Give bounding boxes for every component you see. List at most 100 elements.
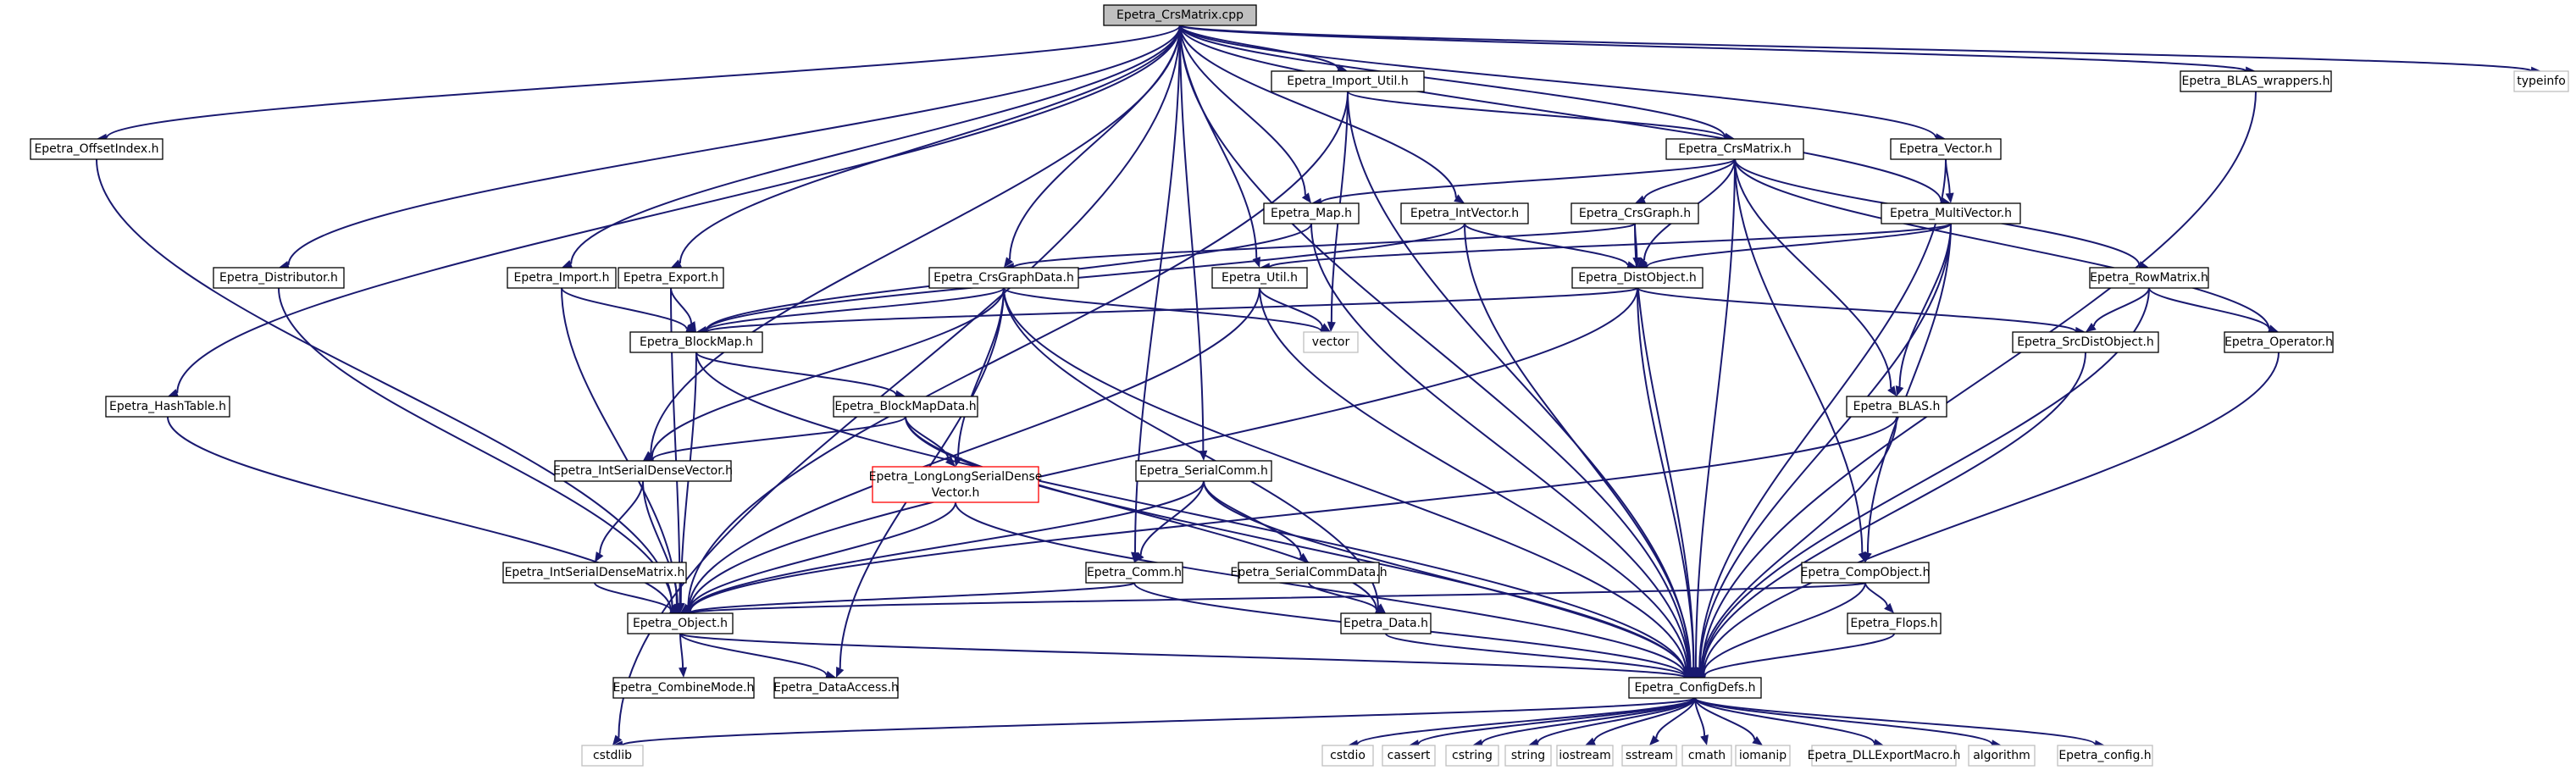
node-box-dataaccess[interactable] — [773, 677, 899, 699]
node-config[interactable]: Epetra_config.h — [2057, 745, 2153, 767]
node-box-intserialdensematrix[interactable] — [502, 562, 687, 584]
node-flops[interactable]: Epetra_Flops.h — [1847, 612, 1942, 634]
node-box-cassert[interactable] — [1382, 745, 1436, 767]
node-box-hashtable[interactable] — [105, 396, 230, 418]
node-box-sstream[interactable] — [1621, 745, 1677, 767]
node-map[interactable]: Epetra_Map.h — [1263, 202, 1360, 224]
node-box-intserialdensevector[interactable] — [554, 460, 732, 482]
node-box-util[interactable] — [1211, 267, 1308, 289]
node-multivector[interactable]: Epetra_MultiVector.h — [1881, 202, 2021, 224]
node-box-comm[interactable] — [1085, 562, 1183, 584]
node-crsgraph[interactable]: Epetra_CrsGraph.h — [1571, 202, 1699, 224]
node-box-longlong[interactable] — [872, 466, 1039, 503]
node-dllexport[interactable]: Epetra_DLLExportMacro.h — [1808, 745, 1961, 767]
node-object[interactable]: Epetra_Object.h — [627, 612, 734, 634]
node-box-blas_wrappers[interactable] — [2180, 70, 2332, 92]
node-combinemode[interactable]: Epetra_CombineMode.h — [612, 677, 755, 699]
node-box-configdefs[interactable] — [1628, 677, 1762, 699]
node-operator[interactable]: Epetra_Operator.h — [2224, 331, 2334, 353]
node-box-vector_std[interactable] — [1303, 331, 1359, 353]
node-serialcommdata[interactable]: Epetra_SerialCommData.h — [1230, 562, 1388, 584]
node-crsgraphdata[interactable]: Epetra_CrsGraphData.h — [928, 267, 1079, 289]
node-box-string[interactable] — [1504, 745, 1552, 767]
node-distobject[interactable]: Epetra_DistObject.h — [1571, 267, 1703, 289]
node-cmath[interactable]: cmath — [1681, 745, 1732, 767]
node-intserialdensevector[interactable]: Epetra_IntSerialDenseVector.h — [553, 460, 733, 482]
node-blas_h[interactable]: Epetra_BLAS.h — [1846, 396, 1947, 418]
node-vector_std[interactable]: vector — [1303, 331, 1359, 353]
node-box-distributor[interactable] — [213, 267, 345, 289]
node-box-blas_h[interactable] — [1846, 396, 1947, 418]
node-box-compobject[interactable] — [1801, 562, 1930, 584]
node-box-root[interactable] — [1103, 4, 1257, 26]
node-export_h[interactable]: Epetra_Export.h — [618, 267, 724, 289]
node-box-dllexport[interactable] — [1811, 745, 1957, 767]
node-box-data[interactable] — [1340, 612, 1432, 634]
node-offsetindex[interactable]: Epetra_OffsetIndex.h — [30, 138, 163, 160]
node-box-combinemode[interactable] — [612, 677, 755, 699]
node-box-serialcommdata[interactable] — [1238, 562, 1380, 584]
node-dataaccess[interactable]: Epetra_DataAccess.h — [773, 677, 899, 699]
node-box-intvector[interactable] — [1400, 202, 1529, 224]
node-box-distobject[interactable] — [1571, 267, 1703, 289]
node-cstdlib[interactable]: cstdlib — [581, 745, 644, 767]
node-iostream[interactable]: iostream — [1556, 745, 1614, 767]
node-box-algorithm[interactable] — [1968, 745, 2036, 767]
node-hashtable[interactable]: Epetra_HashTable.h — [105, 396, 230, 418]
node-intserialdensematrix[interactable]: Epetra_IntSerialDenseMatrix.h — [502, 562, 687, 584]
node-serialcomm[interactable]: Epetra_SerialComm.h — [1135, 460, 1272, 482]
node-typeinfo[interactable]: typeinfo — [2513, 70, 2569, 92]
node-crsmatrix_h[interactable]: Epetra_CrsMatrix.h — [1665, 138, 1804, 160]
node-distributor[interactable]: Epetra_Distributor.h — [213, 267, 345, 289]
node-box-operator[interactable] — [2224, 331, 2334, 353]
node-util[interactable]: Epetra_Util.h — [1211, 267, 1308, 289]
node-cstring[interactable]: cstring — [1445, 745, 1499, 767]
node-box-serialcomm[interactable] — [1135, 460, 1272, 482]
node-box-crsgraph[interactable] — [1571, 202, 1699, 224]
node-box-offsetindex[interactable] — [30, 138, 163, 160]
node-box-export_h[interactable] — [618, 267, 724, 289]
node-box-cstdio[interactable] — [1321, 745, 1374, 767]
node-blockmap[interactable]: Epetra_BlockMap.h — [629, 331, 763, 353]
node-box-iomanip[interactable] — [1735, 745, 1791, 767]
node-box-import_h[interactable] — [507, 267, 617, 289]
node-blockmapdata[interactable]: Epetra_BlockMapData.h — [833, 396, 978, 418]
node-box-rowmatrix[interactable] — [2089, 267, 2209, 289]
node-import_h[interactable]: Epetra_Import.h — [507, 267, 617, 289]
node-box-flops[interactable] — [1847, 612, 1942, 634]
node-configdefs[interactable]: Epetra_ConfigDefs.h — [1628, 677, 1762, 699]
node-vector_h[interactable]: Epetra_Vector.h — [1890, 138, 2002, 160]
node-string[interactable]: string — [1504, 745, 1552, 767]
node-cassert[interactable]: cassert — [1382, 745, 1436, 767]
node-box-blockmapdata[interactable] — [833, 396, 978, 418]
node-iomanip[interactable]: iomanip — [1735, 745, 1791, 767]
node-box-object[interactable] — [627, 612, 734, 634]
node-box-iostream[interactable] — [1556, 745, 1614, 767]
node-box-crsgraphdata[interactable] — [928, 267, 1079, 289]
node-box-blockmap[interactable] — [629, 331, 763, 353]
node-compobject[interactable]: Epetra_CompObject.h — [1801, 562, 1931, 584]
node-rowmatrix[interactable]: Epetra_RowMatrix.h — [2089, 267, 2209, 289]
node-import_util[interactable]: Epetra_Import_Util.h — [1271, 70, 1425, 92]
node-box-srcdistobject[interactable] — [2012, 331, 2159, 353]
node-box-crsmatrix_h[interactable] — [1665, 138, 1804, 160]
node-box-cstdlib[interactable] — [581, 745, 644, 767]
node-box-import_util[interactable] — [1271, 70, 1425, 92]
node-cstdio[interactable]: cstdio — [1321, 745, 1374, 767]
node-box-multivector[interactable] — [1881, 202, 2021, 224]
node-intvector[interactable]: Epetra_IntVector.h — [1400, 202, 1529, 224]
node-box-cstring[interactable] — [1445, 745, 1499, 767]
node-box-cmath[interactable] — [1681, 745, 1732, 767]
node-srcdistobject[interactable]: Epetra_SrcDistObject.h — [2012, 331, 2159, 353]
node-box-typeinfo[interactable] — [2513, 70, 2569, 92]
node-data[interactable]: Epetra_Data.h — [1340, 612, 1432, 634]
node-box-map[interactable] — [1263, 202, 1360, 224]
node-box-config[interactable] — [2057, 745, 2153, 767]
node-comm[interactable]: Epetra_Comm.h — [1085, 562, 1183, 584]
node-blas_wrappers[interactable]: Epetra_BLAS_wrappers.h — [2180, 70, 2332, 92]
node-box-vector_h[interactable] — [1890, 138, 2002, 160]
node-root[interactable]: Epetra_CrsMatrix.cpp — [1103, 4, 1257, 26]
node-algorithm[interactable]: algorithm — [1968, 745, 2036, 767]
node-sstream[interactable]: sstream — [1621, 745, 1677, 767]
